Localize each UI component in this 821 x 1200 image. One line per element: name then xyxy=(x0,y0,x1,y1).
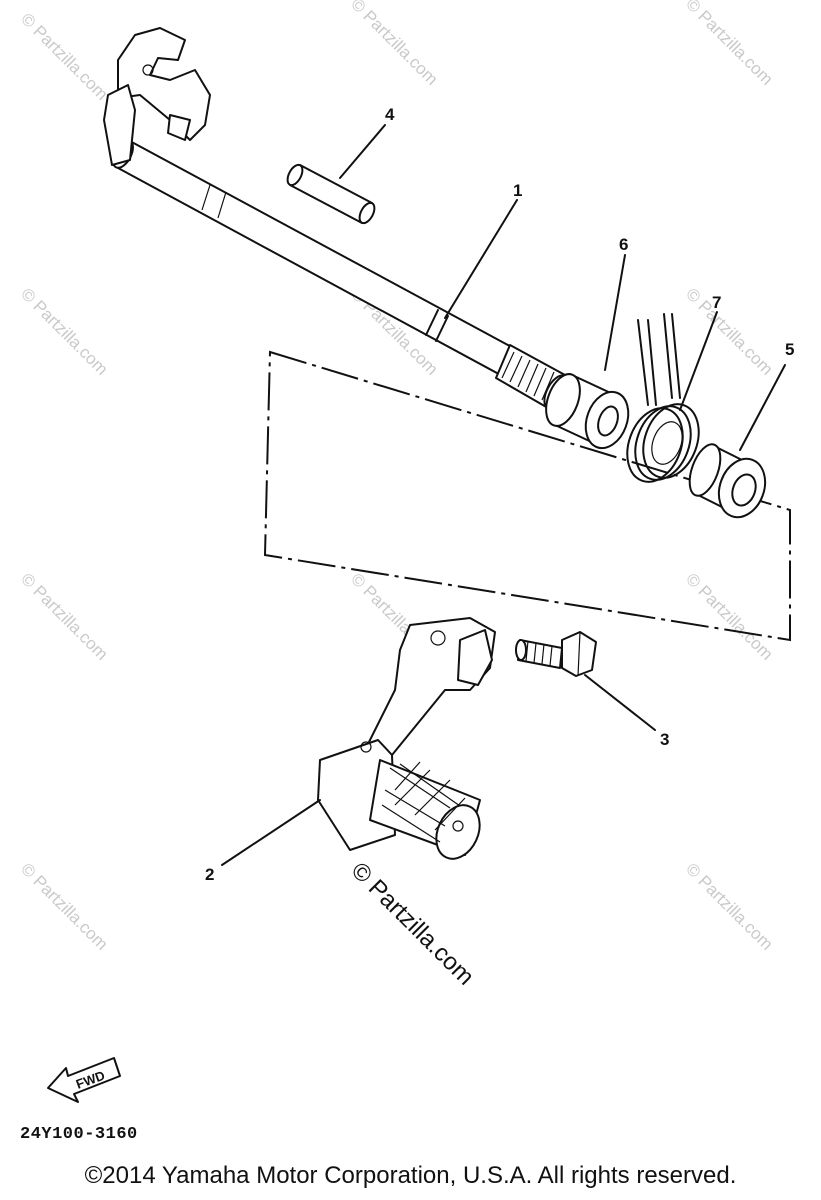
watermark: © Partzilla.com xyxy=(17,859,111,953)
watermark: © Partzilla.com xyxy=(17,284,111,378)
callout-4: 4 xyxy=(385,105,395,124)
callout-1: 1 xyxy=(513,181,522,200)
alignment-dashed-lines xyxy=(263,350,791,642)
center-watermark: © Partzilla.com xyxy=(346,857,479,990)
callout-6: 6 xyxy=(619,235,628,254)
diagram-part-number: 24Y100-3160 xyxy=(20,1125,138,1144)
watermark: © Partzilla.com xyxy=(347,0,441,89)
callout-2: 2 xyxy=(205,865,214,884)
callout-7: 7 xyxy=(712,293,721,312)
bolt xyxy=(515,631,597,677)
copyright-notice: ©2014 Yamaha Motor Corporation, U.S.A. A… xyxy=(84,1162,737,1189)
collar xyxy=(545,373,630,450)
watermark: © Partzilla.com xyxy=(682,0,776,89)
watermark: © Partzilla.com xyxy=(682,569,776,663)
watermark: © Partzilla.com xyxy=(17,569,111,663)
pin xyxy=(286,163,376,225)
shift-shaft xyxy=(103,27,569,410)
callout-labels: 1 2 3 4 5 6 7 xyxy=(205,105,794,884)
leader-lines xyxy=(221,124,786,866)
torsion-spring xyxy=(626,313,700,483)
watermark: © Partzilla.com xyxy=(682,859,776,953)
watermark: © Partzilla.com xyxy=(17,9,111,103)
oil-seal xyxy=(688,443,767,519)
callout-3: 3 xyxy=(660,730,669,749)
shift-pedal xyxy=(317,617,496,860)
fwd-arrow-icon: FWD xyxy=(47,1057,121,1103)
callout-5: 5 xyxy=(785,340,794,359)
